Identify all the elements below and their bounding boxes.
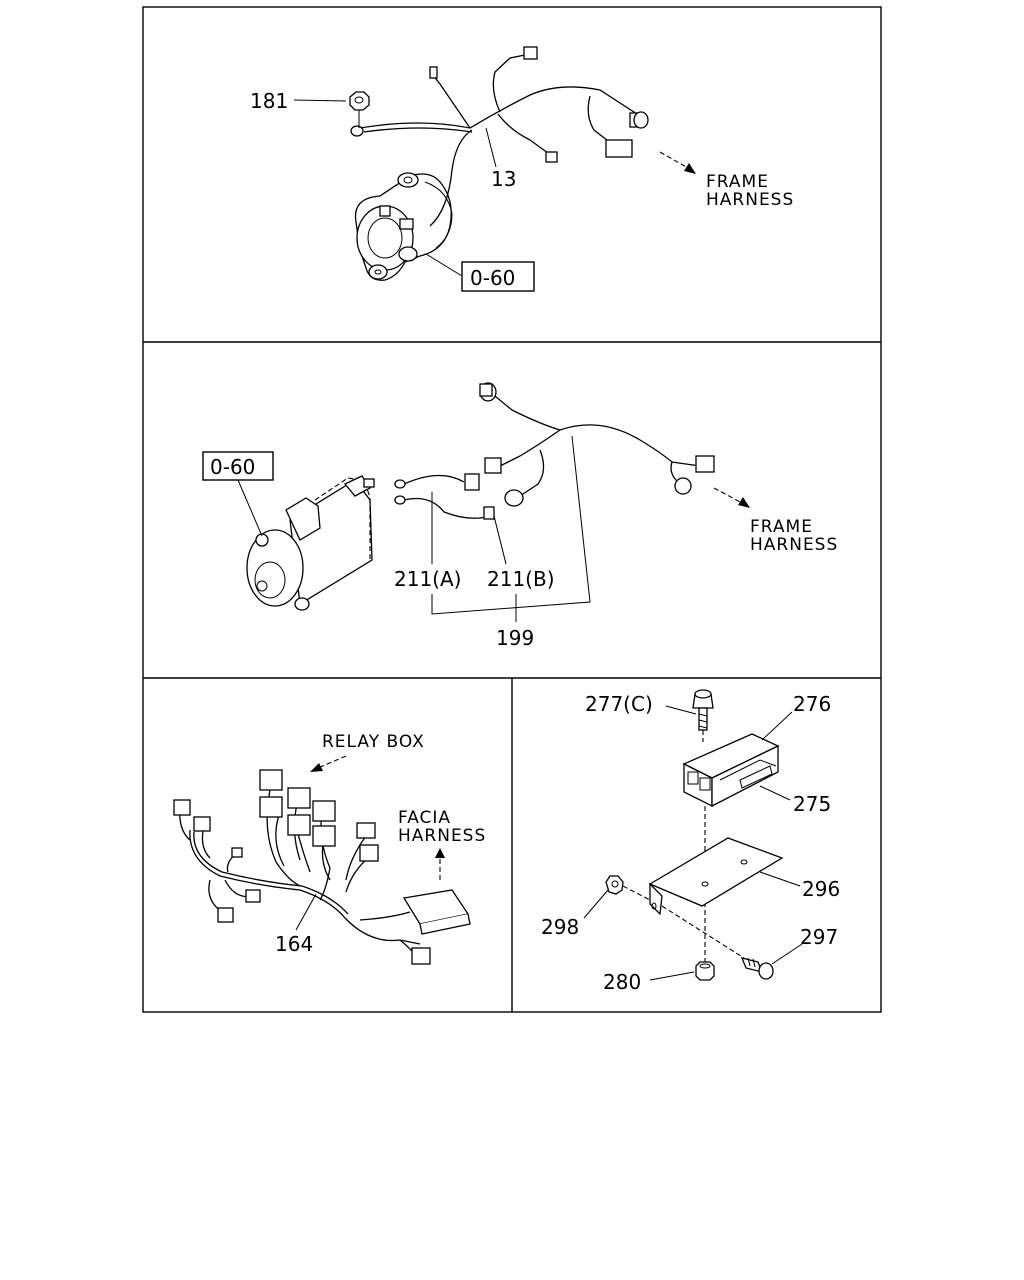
harness-164-drawing [173,769,471,965]
callout-296: 296 [802,877,840,901]
callout-181: 181 [250,89,288,113]
facia-label-1: FACIA [398,808,451,828]
panel-bottom-right: 277(C) 276 275 296 297 298 280 [541,689,840,994]
callout-276: 276 [793,692,831,716]
leader-298 [583,889,609,919]
callout-211a: 211(A) [394,567,461,591]
leader-0-60-middle [237,479,263,537]
ref-box-0-60-middle-text: 0-60 [210,455,255,479]
leader-164 [295,893,317,931]
leader-296 [759,871,801,887]
frame-harness-label-middle-1: FRAME [750,517,813,537]
frame-harness-arrow-middle [713,487,750,508]
bolt-297-drawing [740,957,774,980]
callout-164: 164 [275,932,313,956]
ref-box-0-60-top-text: 0-60 [470,266,515,290]
leader-276 [761,711,793,741]
axis-298 [622,885,651,901]
nut-298-drawing [605,875,624,895]
panel-frames [142,6,882,1013]
starter-motor-drawing [246,475,375,611]
relay-unit-275-drawing [682,733,780,808]
callout-298: 298 [541,915,579,939]
facia-label-2: HARNESS [398,826,486,846]
callout-13: 13 [491,167,516,191]
compressor-drawing [354,172,453,281]
frame-harness-label-top-2: HARNESS [706,190,794,210]
ref-box-0-60-top [461,261,535,292]
leader-0-60-top [425,253,463,277]
callout-199: 199 [496,626,534,650]
bracket-296-drawing [648,837,784,916]
nut-181-drawing [349,91,370,128]
harness-13-drawing [350,46,649,227]
relay-box-label: RELAY BOX [322,732,425,752]
facia-arrow [435,848,445,880]
harness-199-drawing [394,382,715,520]
leader-275 [759,785,791,801]
frame-harness-label-middle-2: HARNESS [750,535,838,555]
panel-top: 181 13 0-60 FRAME HARNESS [250,46,794,292]
panel-middle: 0-60 211(A) 211(B) 199 FRAME HARNESS [202,382,838,650]
frame-harness-label-top-1: FRAME [706,172,769,192]
callout-280: 280 [603,970,641,994]
leader-280 [649,971,695,981]
leader-13 [485,127,497,168]
callout-297: 297 [800,925,838,949]
bracket-199 [431,435,591,615]
relay-box-arrow [310,755,347,772]
axis-297 [661,905,745,959]
leader-277c [665,705,697,715]
callout-275: 275 [793,792,831,816]
nut-280-drawing [695,961,715,981]
panel-bottom-left: RELAY BOX FACIA HARNESS [173,732,486,965]
callout-211b: 211(B) [487,567,555,591]
callout-277c: 277(C) [585,692,653,716]
leader-211b [493,515,507,565]
leader-181 [293,99,347,102]
bolt-277c-drawing [692,689,714,731]
leader-297 [771,943,803,965]
frame-harness-arrow-top [659,151,696,174]
